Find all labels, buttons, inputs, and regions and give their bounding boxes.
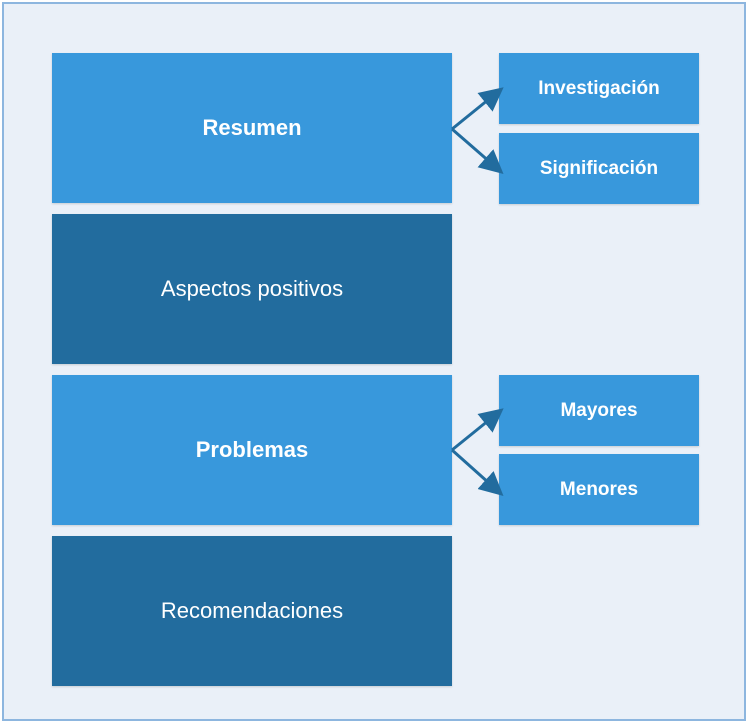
sub-block-significacion: Significación: [499, 133, 699, 204]
block-problemas-label: Problemas: [195, 437, 309, 462]
block-problemas: Problemas: [52, 375, 452, 525]
sub-block-mayores: Mayores: [499, 375, 699, 446]
sub-block-menores: Menores: [499, 454, 699, 525]
sub-block-investigacion-label: Investigación: [538, 77, 660, 99]
sub-block-investigacion: Investigación: [499, 53, 699, 124]
sub-block-menores-label: Menores: [559, 478, 639, 500]
block-aspectos-positivos: Aspectos positivos: [52, 214, 452, 364]
block-resumen-label: Resumen: [202, 115, 302, 140]
sub-block-mayores-label: Mayores: [560, 399, 638, 421]
block-recomendaciones: Recomendaciones: [52, 536, 452, 686]
sub-block-significacion-label: Significación: [539, 157, 659, 179]
block-aspectos-positivos-label: Aspectos positivos: [160, 276, 344, 301]
block-resumen: Resumen: [52, 53, 452, 203]
block-recomendaciones-label: Recomendaciones: [160, 598, 344, 623]
